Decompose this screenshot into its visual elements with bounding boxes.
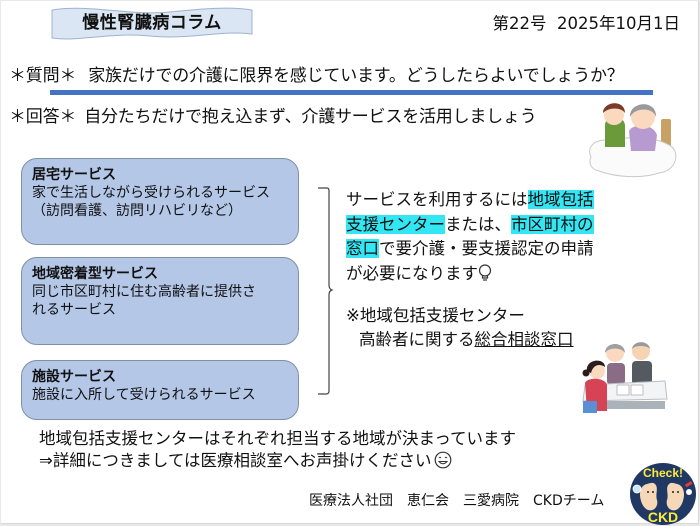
service-box-community: 地域密着型サービス 同じ市区町村に住む高齢者に提供さ れるサービス — [21, 257, 299, 345]
support-center-note: ※地域包括支援センター 高齢者に関する総合相談窓口 — [346, 304, 574, 352]
note-title: ※地域包括支援センター — [346, 306, 525, 325]
question: ＊質問＊ 家族だけでの介護に限界を感じています。どうしたらよいでしょうか？ — [9, 61, 624, 86]
question-label: ＊質問＊ — [9, 66, 77, 86]
smiley-icon — [434, 451, 451, 469]
highlight-text: 市区町村の — [511, 214, 594, 234]
service-title: 地域密着型サービス — [32, 266, 158, 282]
highlight-text: 支援センター — [346, 214, 445, 234]
info-text: または、 — [445, 214, 511, 234]
caregiver-bed-illustration — [589, 103, 677, 178]
issue-number: 第22号 — [492, 14, 547, 33]
service-box-facility: 施設サービス 施設に入所して受けられるサービス — [21, 360, 299, 420]
answer: ＊回答＊ 自分たちだけで抱え込まず、介護サービスを活用しましょう — [9, 102, 537, 127]
info-text: で要介護・要支援認定の申請 — [379, 239, 594, 258]
note-underlined: 総合相談窓口 — [474, 330, 574, 349]
badge-top-text: Check! — [643, 466, 683, 480]
consultation-illustration — [582, 342, 668, 413]
bottom-line-2: ⇒詳細につきましては医療相談室へお声掛けください — [39, 451, 432, 470]
check-ckd-logo: Check! CKD — [630, 463, 696, 525]
bottom-message: 地域包括支援センターはそれぞれ担当する地域が決まっています ⇒詳細につきましては… — [39, 428, 516, 472]
service-title: 施設サービス — [32, 369, 116, 385]
service-desc: 家で生活しながら受けられるサービス — [32, 185, 270, 201]
badge-bottom-text: CKD — [648, 509, 678, 525]
highlight-text: 窓口 — [346, 239, 379, 258]
footer-organization: 医療法人社団 恵仁会 三愛病院 CKDチーム — [309, 493, 605, 509]
application-info: サービスを利用するには地域包括 支援センターまたは、市区町村の 窓口で要介護・要… — [346, 188, 594, 286]
answer-label: ＊回答＊ — [9, 107, 77, 127]
highlight-text: 地域包括 — [527, 190, 594, 209]
info-text: が必要になります — [346, 263, 478, 283]
column-title-banner: 慢性腎臓病コラム — [50, 6, 254, 40]
issue-date: 2025年10月1日 — [557, 14, 680, 33]
right-brace — [318, 187, 333, 395]
question-text: 家族だけでの介護に限界を感じています。どうしたらよいでしょうか？ — [88, 66, 624, 86]
lightbulb-icon — [478, 263, 492, 281]
service-desc: （訪問看護、訪問リハビリなど） — [32, 203, 242, 219]
note-text: 高齢者に関する — [359, 330, 475, 349]
bottom-line-1: 地域包括支援センターはそれぞれ担当する地域が決まっています — [39, 429, 517, 448]
divider-rule — [50, 90, 653, 95]
service-desc: 同じ市区町村に住む高齢者に提供さ — [32, 284, 256, 300]
answer-text: 自分たちだけで抱え込まず、介護サービスを活用しましょう — [84, 107, 537, 127]
wave-banner-shape — [51, 7, 253, 40]
service-desc: 施設に入所して受けられるサービス — [32, 387, 256, 403]
service-box-home: 居宅サービス 家で生活しながら受けられるサービス （訪問看護、訪問リハビリなど） — [21, 158, 299, 245]
column-title: 慢性腎臓病コラム — [82, 13, 222, 33]
info-text: サービスを利用するには — [346, 190, 528, 209]
service-title: 居宅サービス — [32, 167, 116, 183]
service-desc: れるサービス — [32, 302, 116, 318]
issue-info: 第22号 2025年10月1日 — [493, 10, 681, 34]
